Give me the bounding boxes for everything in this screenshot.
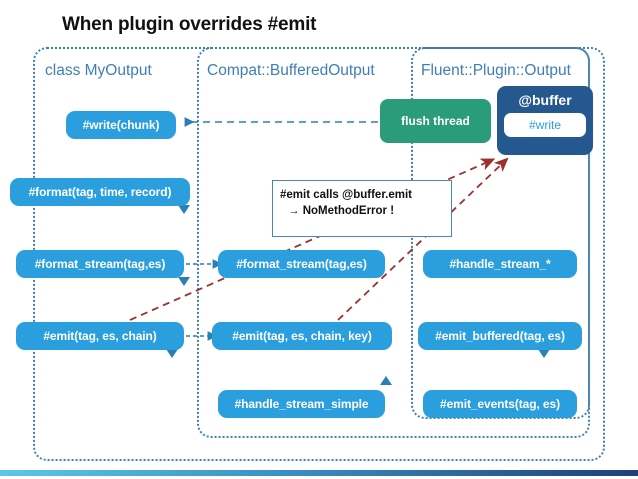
pill-format-stream-compat[interactable]: #format_stream(tag,es) [218,250,385,278]
callout-line-1: #emit calls @buffer.emit [280,189,413,201]
pill-handle-stream-star[interactable]: #handle_stream_* [423,250,577,278]
buffer-title: @buffer [518,92,572,108]
box-buffer[interactable]: @buffer #write [497,86,593,155]
pill-format-stream-myoutput[interactable]: #format_stream(tag,es) [16,250,184,278]
pill-emit-events[interactable]: #emit_events(tag, es) [423,390,577,418]
pill-emit-buffered[interactable]: #emit_buffered(tag, es) [418,322,582,350]
bottom-accent-bar [0,470,638,476]
pill-emit-compat[interactable]: #emit(tag, es, chain, key) [212,322,392,350]
box-flush-thread[interactable]: flush thread [380,99,491,143]
pill-emit-myoutput[interactable]: #emit(tag, es, chain) [16,322,184,350]
container-label-compat-bufferedoutput: Compat::BufferedOutput [207,62,375,79]
buffer-write-method[interactable]: #write [504,113,586,137]
callout-error-note: #emit calls @buffer.emit → NoMethodError… [272,180,452,237]
container-label-class-myoutput: class MyOutput [45,62,152,79]
pill-handle-stream-simple[interactable]: #handle_stream_simple [218,390,385,418]
container-label-fluent-plugin-output: Fluent::Plugin::Output [421,62,571,79]
pill-write-chunk[interactable]: #write(chunk) [66,111,176,139]
page-title: When plugin overrides #emit [62,14,317,35]
pill-format[interactable]: #format(tag, time, record) [10,178,190,206]
callout-line-2: → NoMethodError ! [288,205,395,217]
